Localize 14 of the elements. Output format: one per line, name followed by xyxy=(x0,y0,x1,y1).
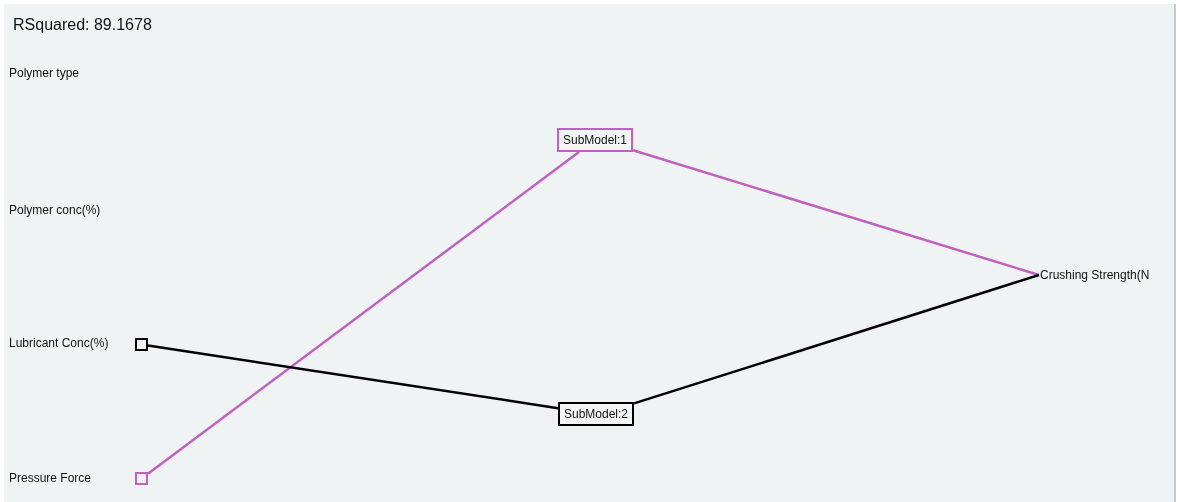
connector-line xyxy=(147,151,580,475)
output-label: Crushing Strength(N xyxy=(1040,268,1150,282)
input-port-square xyxy=(135,338,148,351)
input-label: Polymer type xyxy=(9,66,80,80)
input-label: Pressure Force xyxy=(9,471,92,485)
input-port-square xyxy=(135,472,148,485)
connector-line xyxy=(147,344,559,410)
score-title: RSquared: 89.1678 xyxy=(13,16,152,34)
input-label: Lubricant Conc(%) xyxy=(9,336,109,350)
connector-line xyxy=(633,273,1040,405)
submodel-box: SubModel:2 xyxy=(558,402,635,426)
input-label: Polymer conc(%) xyxy=(9,203,101,217)
submodel-box: SubModel:1 xyxy=(557,128,634,152)
connector-line xyxy=(632,149,1040,277)
